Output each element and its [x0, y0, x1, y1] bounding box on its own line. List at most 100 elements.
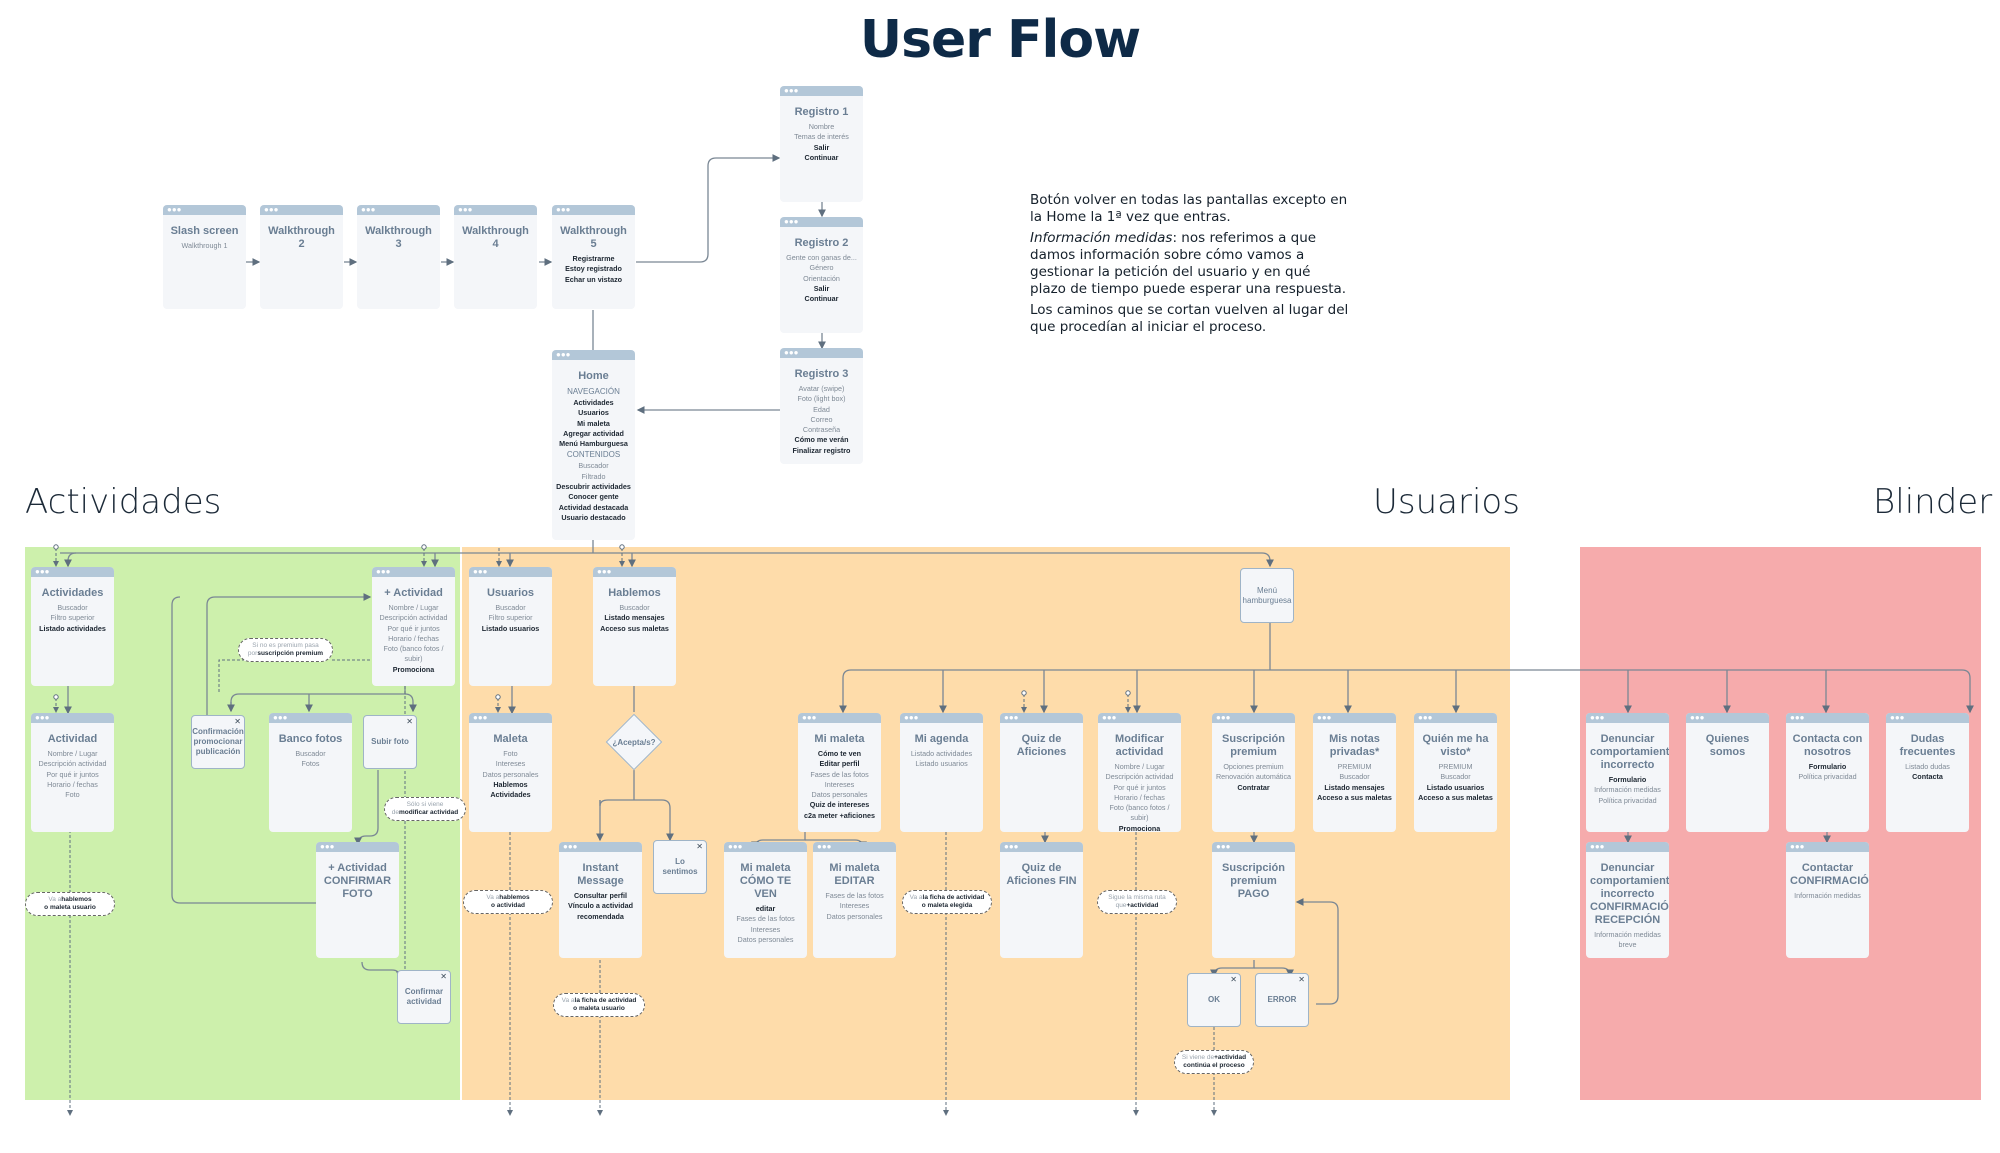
card-title: Instant Message: [577, 862, 624, 887]
pill-text: Si viene de: [1181, 1054, 1215, 1061]
window-header: ●●●: [469, 713, 552, 723]
note-cut-paths: Los caminos que se cortan vuelven al lug…: [1030, 302, 1349, 335]
card-title: Registro 1: [794, 106, 849, 118]
card-line: Información medidas: [1594, 930, 1661, 939]
card-line: PREMIUM: [1337, 762, 1372, 771]
screen-card-quienes[interactable]: ●●●Quienes somos: [1686, 713, 1769, 832]
pill-text: Sólo si viene de: [391, 801, 444, 816]
menu-hamburguesa-node[interactable]: Menú hamburguesa: [1240, 568, 1294, 623]
close-icon[interactable]: ✕: [440, 972, 447, 981]
close-icon[interactable]: ✕: [1298, 975, 1305, 984]
card-line: Filtrado: [581, 471, 606, 481]
screen-card-quiz[interactable]: ●●●Quiz de Aficiones: [1000, 713, 1083, 832]
window-dots-icon: ●●●: [273, 713, 288, 722]
card-line: editar: [755, 904, 776, 913]
window-header: ●●●: [552, 350, 635, 360]
card-line: Por qué ir juntos: [387, 623, 440, 633]
window-header: ●●●: [780, 86, 863, 96]
screen-card-w4[interactable]: ●●●Walkthrough 4: [454, 205, 537, 309]
pill-text: Va a: [561, 997, 575, 1004]
card-line: breve: [1618, 940, 1637, 950]
card-line: Continuar: [804, 152, 839, 162]
window-header: ●●●: [1414, 713, 1497, 723]
note-info-measures: Información medidas: nos referimos a que…: [1030, 230, 1347, 297]
card-title: Walkthrough 5: [560, 225, 627, 250]
card-line: Buscador: [1440, 772, 1471, 782]
window-dots-icon: ●●●: [361, 205, 376, 214]
screen-card-w2[interactable]: ●●●Walkthrough 2: [260, 205, 343, 309]
close-icon[interactable]: ✕: [234, 717, 241, 726]
window-header: ●●●: [900, 713, 983, 723]
card-title: Mi maleta: [814, 733, 865, 745]
card-line: Conocer gente: [568, 492, 619, 502]
card-line: Intereses: [839, 901, 870, 911]
card-line: Nombre / Lugar: [47, 749, 98, 758]
window-header: ●●●: [1313, 713, 1396, 723]
pill-text: Va a: [486, 894, 500, 901]
window-dots-icon: ●●●: [1790, 713, 1805, 722]
card-title: Mi maleta CÓMO TE VEN: [739, 862, 792, 900]
close-icon[interactable]: ✕: [1230, 975, 1237, 984]
card-title: Slash screen: [170, 225, 239, 237]
page-title: User Flow: [859, 10, 1141, 70]
card-line: NAVEGACIÓN: [567, 387, 620, 396]
card-line: Datos personales: [811, 790, 868, 800]
modal-confirmar-actividad[interactable]: ✕Confirmar actividad: [397, 970, 451, 1024]
card-line: Por qué ir juntos: [46, 769, 99, 779]
card-line: Consultar perfil: [573, 891, 628, 900]
screen-card-suscripcion-pago[interactable]: ●●●Suscripción premium PAGO: [1212, 842, 1295, 958]
window-dots-icon: ●●●: [784, 217, 799, 226]
screen-card-w3[interactable]: ●●● Walkthrough 3: [357, 205, 440, 309]
window-dots-icon: ●●●: [1102, 713, 1117, 722]
modal-error[interactable]: ✕ERROR: [1255, 973, 1309, 1027]
close-icon[interactable]: ✕: [696, 842, 703, 851]
card-line: Filtro superior: [488, 613, 533, 623]
modal-subir-foto[interactable]: ✕Subir foto: [363, 715, 417, 769]
card-line: Contraseña: [802, 425, 841, 435]
modal-lo-sentimos[interactable]: ✕Lo sentimos: [653, 840, 707, 894]
card-line: Listado mensajes: [1324, 782, 1385, 792]
window-dots-icon: ●●●: [556, 205, 571, 214]
window-header: ●●●: [1586, 713, 1669, 723]
modal-confirm-promo[interactable]: ✕Confirmación promocionar publicación: [191, 715, 245, 769]
modal-ok[interactable]: ✕OK: [1187, 973, 1241, 1027]
card-line: Datos personales: [737, 934, 794, 944]
card-line: Buscador: [1339, 772, 1370, 782]
screen-card-confirmar-foto[interactable]: ●●●+ Actividad CONFIRMAR FOTO: [316, 842, 399, 958]
screen-card-quiz-fin[interactable]: ●●●Quiz de Aficiones FIN: [1000, 842, 1083, 958]
screen-card-denunciar-conf[interactable]: ●●●Denunciar comportamiento incorrecto C…: [1586, 842, 1669, 958]
card-line: Política privacidad: [1798, 772, 1857, 782]
card-title: Maleta: [493, 733, 528, 745]
card-line: Formulario: [1608, 775, 1647, 784]
card-title: Walkthrough 3: [365, 225, 432, 250]
close-icon[interactable]: ✕: [406, 717, 413, 726]
card-line: Fases de las fotos: [825, 891, 884, 900]
